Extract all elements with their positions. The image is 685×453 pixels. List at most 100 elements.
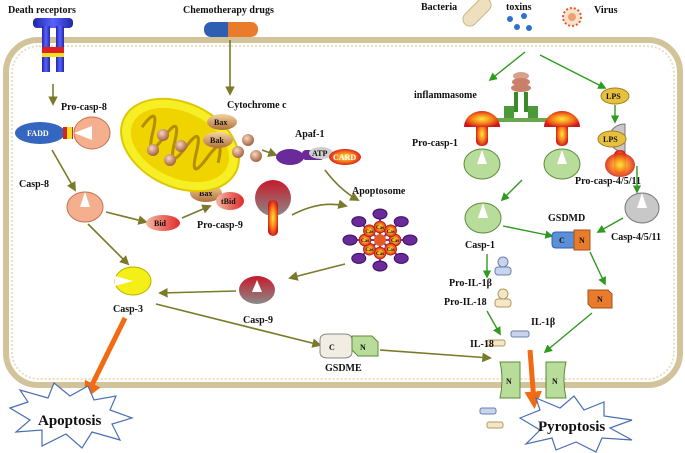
casp8-label: Casp-8 — [19, 179, 49, 190]
casp8-pacman-icon — [66, 191, 104, 223]
svg-text:N: N — [506, 377, 512, 386]
arrow-casp8-to-bid — [105, 211, 148, 225]
arrow-casp9-to-casp3 — [158, 287, 237, 298]
membrane-pore: N N — [499, 361, 567, 399]
svg-text:LPS: LPS — [603, 135, 618, 144]
apaf1-label: Apaf-1 — [295, 129, 324, 140]
pro-casp8-label: Pro-casp-8 — [61, 102, 107, 113]
lps-top-icon: LPS — [600, 87, 630, 105]
arrow-apaf1-to-apoptosome — [324, 169, 360, 201]
il1b-label: IL-1β — [531, 317, 555, 328]
svg-text:Bak: Bak — [210, 136, 224, 145]
svg-text:FADD: FADD — [27, 129, 49, 138]
apaf1-unit — [402, 234, 418, 246]
arrow-pore-to-pyroptosis — [524, 349, 542, 409]
inflammasome-label: inflammasome — [414, 90, 477, 101]
casp9-icon — [239, 276, 275, 304]
bid-protein: Bid — [146, 215, 180, 231]
apaf1-protein: ATP CARD — [276, 147, 361, 165]
apaf1-unit — [372, 208, 388, 220]
arrow-bid-to-tbid — [181, 204, 212, 219]
pro-casp4511-label: Pro-casp-4/5/11 — [575, 176, 641, 187]
inflammasome-receptor — [472, 72, 572, 122]
arrow-casp1-to-gsdmd — [502, 225, 554, 239]
fadd-complex: FADD — [15, 116, 111, 150]
cas-label: Cas — [376, 252, 384, 257]
cytochrome-c-balls — [147, 129, 262, 166]
il18-icon — [486, 339, 506, 347]
cas-label: Cas — [391, 239, 399, 244]
arrow-apoptosome-to-casp9 — [288, 263, 346, 281]
pro-casp9-label: Pro-casp-9 — [197, 220, 243, 231]
pro-casp9-icon — [255, 180, 291, 236]
pro-casp4511-icon: LPS — [597, 123, 635, 177]
svg-text:C: C — [559, 236, 565, 245]
gsdmd-label: GSDMD — [548, 213, 585, 224]
cas-label: Cas — [365, 248, 373, 253]
casp1-label: Casp-1 — [465, 240, 495, 251]
arrow-casp4511-to-gsdmd — [596, 217, 624, 233]
svg-text:N: N — [597, 295, 603, 304]
arrow-stimuli-to-lps — [539, 54, 607, 89]
il1b-icon — [510, 330, 530, 338]
casp3-label: Casp-3 — [113, 304, 143, 315]
virus-icon — [562, 7, 582, 27]
svg-text:Bax: Bax — [214, 118, 227, 127]
arrow-procasp1-to-casp1 — [500, 179, 523, 202]
arrow-stimuli-to-inflammasome — [488, 51, 526, 82]
toxins-label: toxins — [506, 2, 532, 13]
chemotherapy-label: Chemotherapy drugs — [183, 5, 274, 16]
death-receptor-icon — [33, 18, 73, 72]
svg-text:tBid: tBid — [221, 197, 236, 206]
gsdme-label: GSDME — [325, 363, 362, 374]
pro-il18-icon — [494, 288, 512, 308]
pro-il1b-icon — [494, 256, 512, 276]
death-receptors-label: Death receptors — [8, 5, 76, 16]
svg-text:N: N — [552, 377, 558, 386]
pro-casp1-right-icon — [543, 111, 581, 180]
drug-capsule-icon — [204, 22, 258, 37]
casp1-icon — [464, 202, 502, 234]
cytochrome-c-label: Cytochrome c — [227, 100, 287, 111]
gsdmd-protein: C N — [551, 229, 591, 251]
svg-text:Bid: Bid — [154, 219, 167, 228]
virus-label: Virus — [594, 5, 618, 16]
gsdmd-n-fragment: N — [587, 289, 613, 309]
pyroptosis-burst: Pyroptosis — [518, 395, 633, 453]
arrow-casp3-to-gsdme — [155, 303, 322, 348]
apoptosis-burst: Apoptosis — [8, 382, 134, 449]
pro-il18-label: Pro-IL-18 — [444, 297, 487, 308]
apaf1-unit — [342, 234, 358, 246]
arrow-gsdmd-to-nterm — [589, 251, 606, 286]
svg-text:LPS: LPS — [606, 92, 621, 101]
apaf1-unit — [372, 260, 388, 272]
apoptosome-core — [374, 234, 386, 246]
arrow-proil-to-il — [486, 310, 501, 336]
apaf1-unit — [393, 216, 409, 228]
il18-label: IL-18 — [470, 339, 494, 350]
cas-label: Cas — [365, 230, 373, 235]
svg-text:ATP: ATP — [312, 149, 328, 158]
pro-casp1-label: Pro-casp-1 — [412, 138, 458, 149]
toxin-dots-icon — [507, 13, 532, 31]
cell-membrane-inner — [11, 45, 675, 380]
apaf1-unit — [351, 252, 367, 264]
gsdme-protein: C N — [319, 333, 379, 359]
cas-label: Cas — [387, 230, 395, 235]
casp4511-icon — [624, 192, 660, 224]
casp9-label: Casp-9 — [243, 315, 273, 326]
svg-text:C: C — [329, 343, 335, 352]
apaf1-unit — [393, 252, 409, 264]
cas-label: Cas — [387, 248, 395, 253]
svg-text:N: N — [579, 236, 585, 245]
cas-label: Cas — [361, 239, 369, 244]
arrow-nterm-to-pore — [543, 312, 593, 354]
pyroptosis-label: Pyroptosis — [538, 419, 605, 435]
arrow-cytc-to-apaf1 — [261, 147, 278, 157]
arrow-casp3-to-apoptosis — [84, 316, 128, 400]
cas-label: Cas — [376, 226, 384, 231]
arrow-procasp9-to-apoptosome — [291, 199, 348, 216]
arrow-casp8-to-casp3 — [87, 223, 130, 266]
